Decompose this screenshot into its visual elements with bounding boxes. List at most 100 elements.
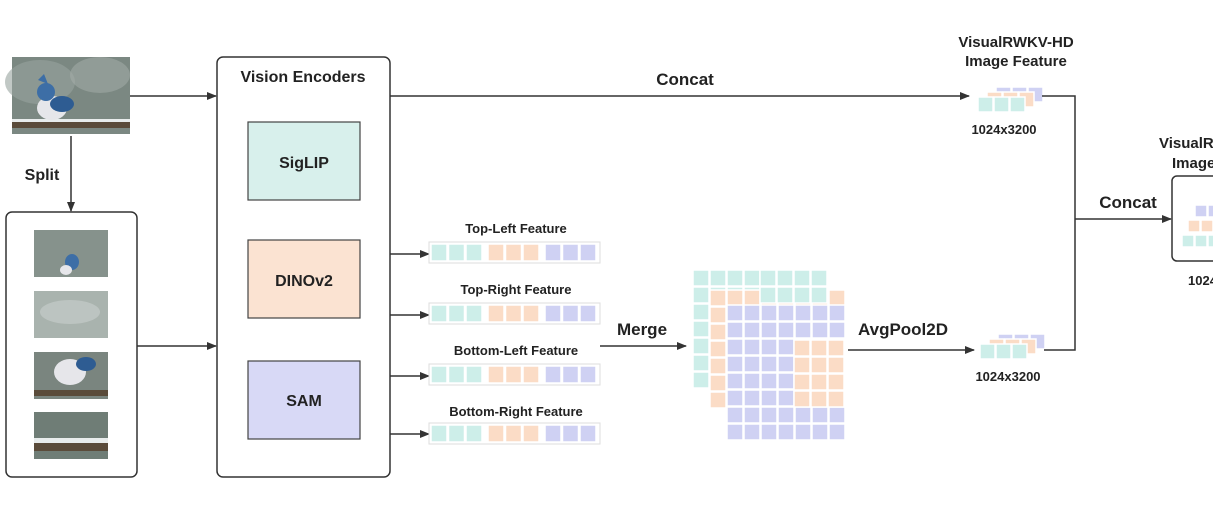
- feature-cell: [465, 304, 483, 323]
- source-image: [5, 57, 130, 134]
- feature-cell: [522, 365, 540, 384]
- merged-cell: [794, 406, 812, 424]
- merged-cell: [692, 286, 710, 304]
- merged-cell: [777, 406, 795, 424]
- final-feature-dims: 1024x6400: [1188, 273, 1213, 288]
- hd-feature-title-line2: Image Feature: [965, 53, 1067, 70]
- final-feature-box: [1171, 175, 1213, 262]
- merged-cell: [777, 372, 795, 390]
- merged-cell: [760, 372, 778, 390]
- merged-cell: [827, 339, 845, 357]
- merged-cell: [743, 423, 761, 441]
- bracket-concat-right: [1042, 95, 1076, 351]
- feature-cell: [544, 365, 562, 384]
- dinov2-label: DINOv2: [275, 273, 333, 290]
- merged-cell: [692, 337, 710, 355]
- merged-cell: [793, 390, 811, 408]
- merged-cell: [759, 269, 777, 287]
- merged-cell: [776, 286, 794, 304]
- hd-feature-title-line1: VisualRWKV-HD: [958, 34, 1073, 51]
- merged-cell: [709, 289, 727, 307]
- merged-cell: [743, 372, 761, 390]
- merged-cell: [828, 289, 846, 307]
- feature-cell: [561, 304, 580, 323]
- hd-feature-dims: 1024x3200: [971, 122, 1036, 137]
- feature-cell: [447, 243, 466, 262]
- merged-cell: [810, 390, 828, 408]
- merged-cell: [811, 321, 829, 339]
- feature-cell: [522, 304, 540, 323]
- merged-cell: [828, 304, 846, 322]
- merged-cell: [776, 269, 794, 287]
- merged-cell: [726, 423, 744, 441]
- merged-cell: [828, 423, 846, 441]
- merged-cell: [726, 372, 744, 390]
- merged-cell: [726, 289, 744, 307]
- tile-top-left: [34, 230, 108, 277]
- feature-label-bottom-left: Bottom-Left Feature: [454, 343, 578, 358]
- stack-cell: [1009, 96, 1026, 113]
- feature-cell: [522, 424, 540, 443]
- feature-cell: [430, 365, 448, 384]
- final-feature-title-line1: VisualRWKV-HD: [1159, 135, 1213, 152]
- merged-cell: [760, 321, 778, 339]
- merged-cell: [811, 304, 829, 322]
- feature-cell: [447, 304, 466, 323]
- merged-cell: [760, 304, 778, 322]
- feature-cell: [504, 365, 523, 384]
- siglip-box: [247, 121, 361, 201]
- merged-cell: [759, 286, 777, 304]
- merged-cell: [709, 391, 727, 409]
- avgpool-label: AvgPool2D: [858, 320, 948, 339]
- feature-cell: [579, 365, 597, 384]
- final-feature-cells: [1181, 204, 1213, 248]
- final-cell: [1194, 204, 1208, 218]
- merged-cell: [777, 355, 795, 373]
- feature-cell: [465, 243, 483, 262]
- merged-cell: [760, 338, 778, 356]
- merged-cell: [760, 355, 778, 373]
- pooled-feature-dims: 1024x3200: [975, 369, 1040, 384]
- merged-cell: [777, 389, 795, 407]
- stack-cell: [977, 96, 994, 113]
- feature-cell: [487, 365, 505, 384]
- merged-cell: [726, 338, 744, 356]
- merged-cell: [827, 390, 845, 408]
- feature-strip-top-right: [428, 302, 601, 325]
- merged-cell: [793, 286, 811, 304]
- hd-feature-stack: [977, 86, 1044, 113]
- stack-cell: [993, 96, 1010, 113]
- merged-cell: [793, 339, 811, 357]
- concat-right-label: Concat: [1099, 193, 1157, 212]
- stack-cell: [995, 343, 1012, 360]
- merged-cell: [777, 338, 795, 356]
- merged-cell: [760, 423, 778, 441]
- merged-cell: [692, 354, 710, 372]
- feature-cell: [465, 365, 483, 384]
- merged-cell: [692, 269, 710, 287]
- dinov2-box: [247, 239, 361, 319]
- merged-cell: [726, 321, 744, 339]
- stack-cell: [1011, 343, 1028, 360]
- merged-cell: [794, 423, 812, 441]
- final-feature-title-line2: Image Feature: [1172, 155, 1213, 172]
- tile-top-right: [34, 291, 108, 338]
- feature-label-top-right: Top-Right Feature: [461, 282, 572, 297]
- feature-cell: [561, 365, 580, 384]
- split-tiles-box: [5, 211, 138, 478]
- feature-cell: [579, 304, 597, 323]
- merged-cell: [793, 356, 811, 374]
- merged-cell: [709, 269, 727, 287]
- vision-encoders-title: Vision Encoders: [240, 69, 365, 86]
- final-cell: [1207, 234, 1213, 248]
- merged-cell: [743, 304, 761, 322]
- merged-cell: [743, 289, 761, 307]
- feature-cell: [544, 424, 562, 443]
- feature-cell: [504, 304, 523, 323]
- feature-cell: [544, 304, 562, 323]
- feature-strip-top-left: [428, 241, 601, 264]
- feature-cell: [579, 243, 597, 262]
- merged-cell: [793, 373, 811, 391]
